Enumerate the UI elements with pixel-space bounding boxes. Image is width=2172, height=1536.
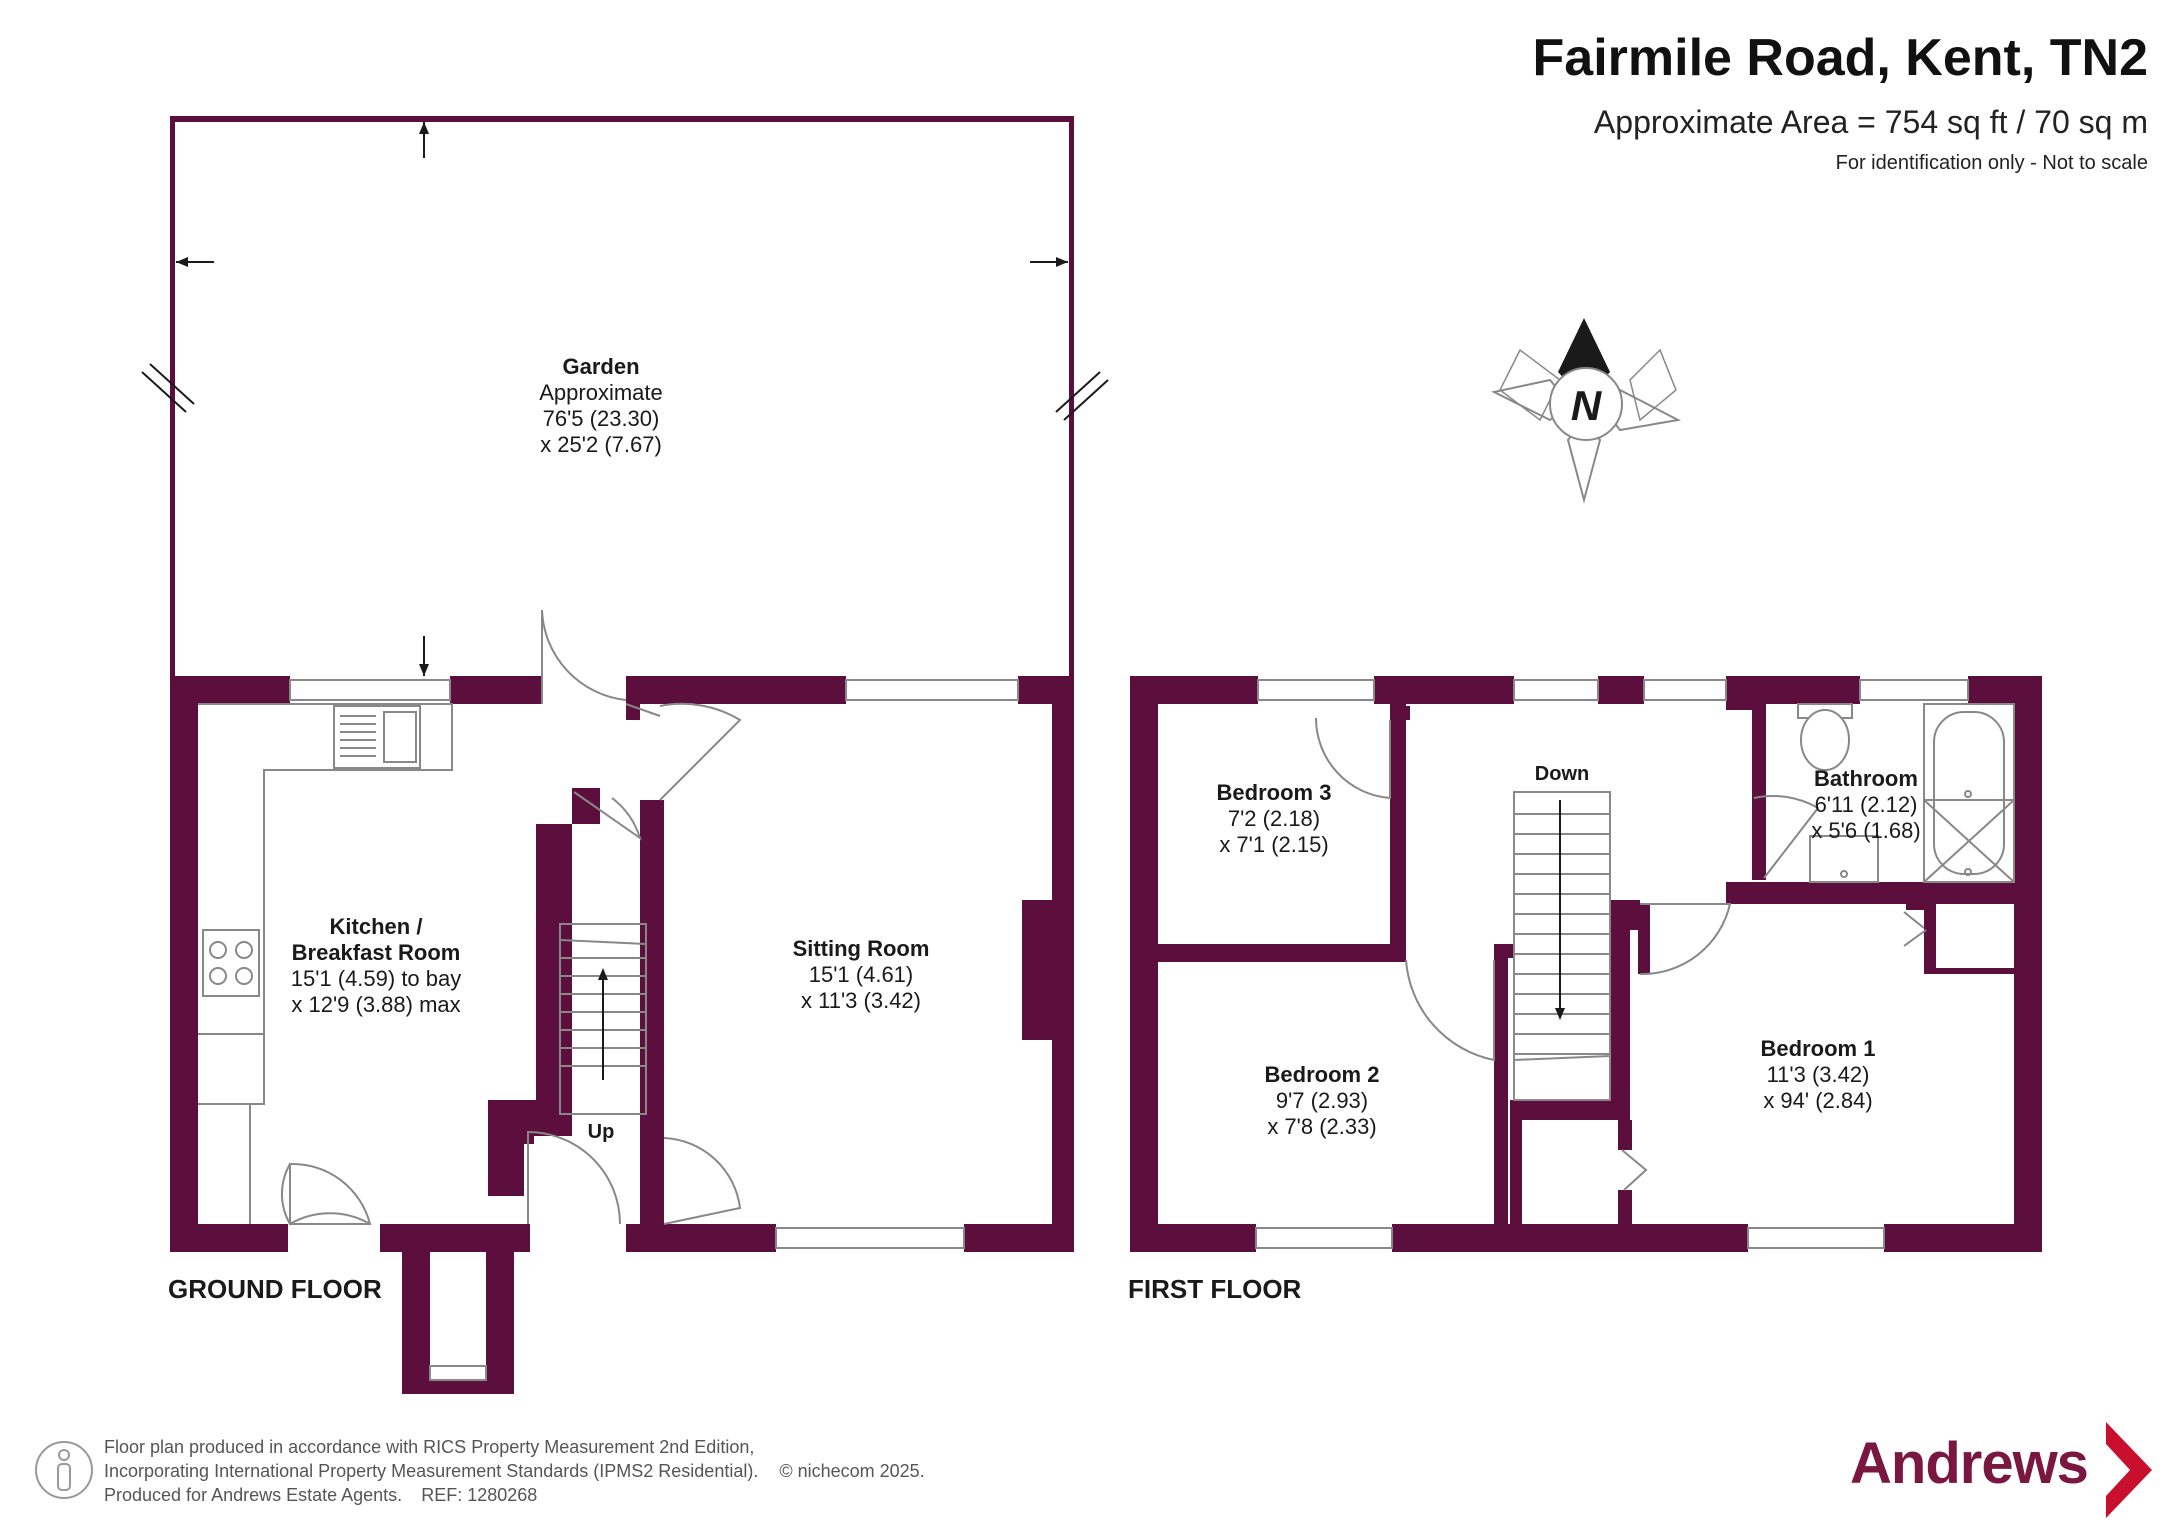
stairs-ground (559, 923, 647, 1115)
kitchen-line1: 15'1 (4.59) to bay (291, 966, 462, 991)
back-door-swing (541, 609, 627, 704)
garden-name: Garden (562, 354, 639, 379)
bath-icon (1923, 703, 2015, 883)
bedroom2-name: Bedroom 2 (1265, 1062, 1380, 1087)
footer-copyright: © nichecom 2025. (779, 1461, 925, 1481)
person-scale-icon (35, 1441, 93, 1499)
bathroom-line1: 6'11 (2.12) (1815, 792, 1918, 817)
ground-floor-fixtures (198, 609, 742, 1225)
bedroom1-line1: 11'3 (3.42) (1767, 1062, 1870, 1087)
kitchen-line2: x 12'9 (3.88) max (291, 992, 460, 1017)
bathroom-name: Bathroom (1814, 766, 1918, 791)
stairs-down-label: Down (1535, 763, 1589, 785)
bathroom-line2: x 5'6 (1.68) (1811, 818, 1920, 843)
footer-ref: REF: 1280268 (421, 1485, 538, 1505)
stairs-first (1513, 791, 1611, 1101)
garden-line3: x 25'2 (7.67) (540, 432, 662, 457)
bedroom2-line1: 9'7 (2.93) (1276, 1088, 1368, 1113)
first-floor-fixtures (1314, 703, 2015, 1191)
bedroom3-name: Bedroom 3 (1217, 780, 1332, 805)
approximate-area: Approximate Area = 754 sq ft / 70 sq m (1593, 104, 2148, 140)
footer-line3-row: Produced for Andrews Estate Agents. REF:… (104, 1484, 537, 1506)
sitting-room-name: Sitting Room (793, 936, 930, 961)
sitting-room-line1: 15'1 (4.61) (809, 962, 914, 987)
garden-line2: 76'5 (23.30) (543, 406, 660, 431)
sitting-room-line2: x 11'3 (3.42) (801, 988, 921, 1013)
stairs-up-label: Up (588, 1121, 615, 1143)
bedroom1-line2: x 94' (2.84) (1763, 1088, 1872, 1113)
ground-floor-labels: Garden Approximate 76'5 (23.30) x 25'2 (… (168, 354, 929, 1304)
compass-icon: N (1491, 318, 1682, 504)
toilet-icon (1797, 703, 1853, 771)
basin-icon (1809, 835, 1879, 883)
bedroom3-line1: 7'2 (2.18) (1228, 806, 1320, 831)
first-floor-labels: Bedroom 3 7'2 (2.18) x 7'1 (2.15) Bathro… (1128, 763, 1921, 1304)
sink-drainer (340, 715, 376, 757)
kitchen-name1: Kitchen / (330, 914, 423, 939)
scale-note: For identification only - Not to scale (1835, 152, 2148, 174)
ground-floor-walls (170, 676, 1074, 1394)
andrews-chevron-icon (2106, 1422, 2152, 1518)
bedroom2-line2: x 7'8 (2.33) (1267, 1114, 1376, 1139)
bedroom3-line2: x 7'1 (2.15) (1219, 832, 1328, 857)
plan-title: Fairmile Road, Kent, TN2 (1532, 29, 2148, 87)
andrews-logo: Andrews (1850, 1431, 2089, 1496)
first-floor-label: FIRST FLOOR (1128, 1274, 1302, 1304)
ground-floor-label: GROUND FLOOR (168, 1274, 382, 1304)
hob-icon (202, 929, 260, 997)
footer-line3: Produced for Andrews Estate Agents. (104, 1485, 403, 1505)
garden-area (141, 116, 1109, 676)
garden-line1: Approximate (539, 380, 663, 405)
footer-line1: Floor plan produced in accordance with R… (104, 1437, 755, 1457)
first-floor-walls (1130, 676, 2042, 1252)
footer-line2: Incorporating International Property Mea… (104, 1461, 759, 1481)
kitchen-name2: Breakfast Room (292, 940, 461, 965)
bedroom1-name: Bedroom 1 (1761, 1036, 1876, 1061)
compass-north-label: N (1571, 382, 1603, 429)
footer-line2-row: Incorporating International Property Mea… (104, 1460, 925, 1482)
